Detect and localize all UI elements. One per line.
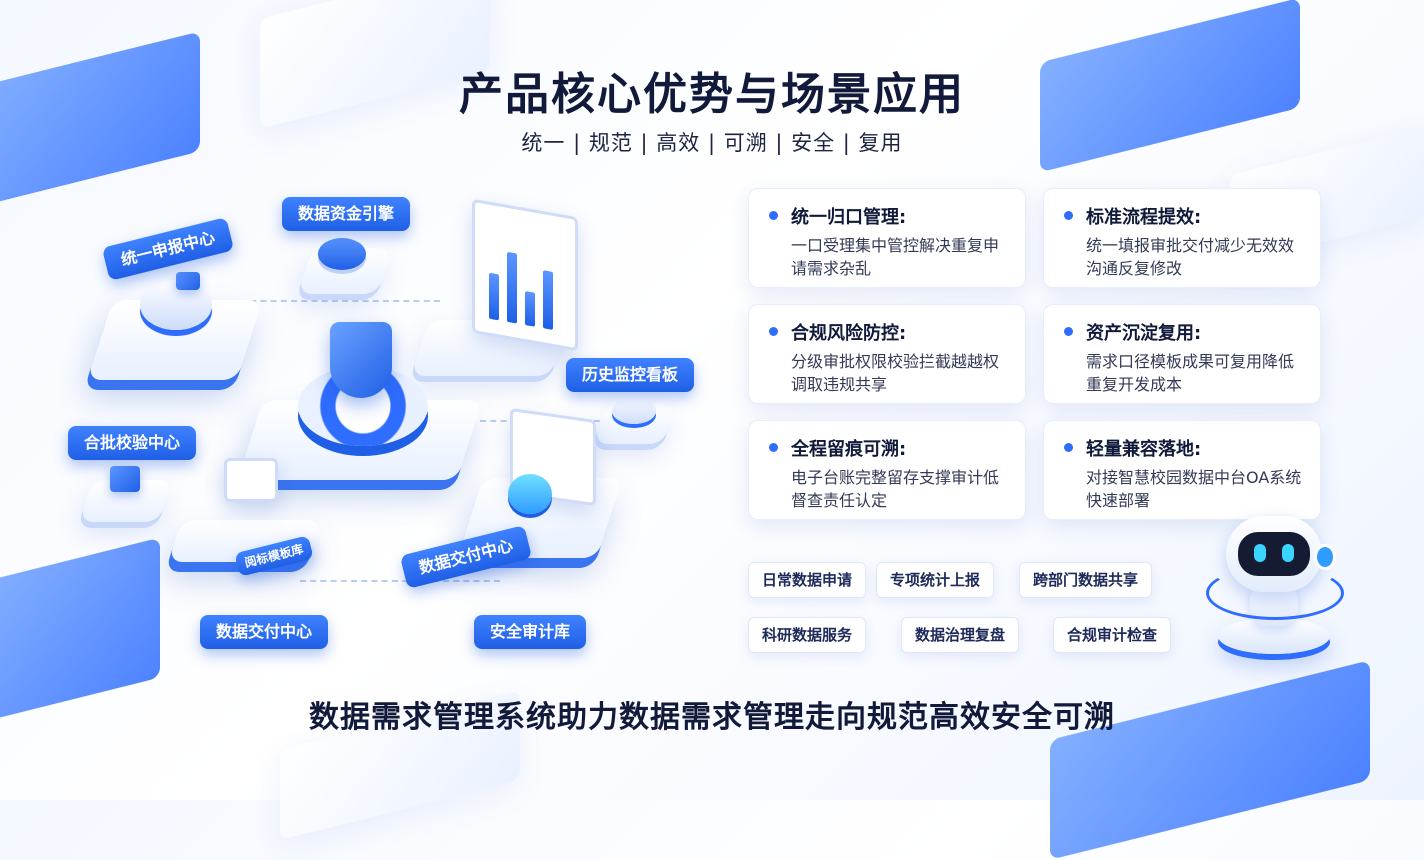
feature-desc: 统一填报审批交付减少无效效沟通反复修改	[1086, 236, 1295, 278]
feature-card: 轻量兼容落地: 对接智慧校园数据中台OA系统快速部署	[1043, 420, 1321, 520]
scenario-tag[interactable]: 日常数据申请	[748, 562, 867, 598]
laptop-screen	[472, 198, 578, 352]
delivery-database-icon	[508, 474, 552, 514]
feature-title: 标准流程提效:	[1086, 207, 1202, 228]
audit-lib-label: 安全审计库	[474, 615, 587, 649]
feature-desc: 需求口径模板成果可复用降低重复开发成本	[1086, 352, 1295, 394]
template-lib-doc-icon	[224, 458, 278, 502]
feature-desc: 对接智慧校园数据中台OA系统快速部署	[1086, 468, 1302, 510]
delivery-center-label: 数据交付中心	[200, 615, 329, 649]
robot-arm-ring	[1206, 566, 1344, 620]
feature-title: 统一归口管理:	[791, 207, 907, 228]
bullet-dot	[1064, 443, 1073, 452]
robot-mascot	[1200, 510, 1350, 660]
feature-card: 全程留痕可溯: 电子台账完整留存支撑审计低督查责任认定	[748, 420, 1026, 520]
feature-desc: 分级审批权限校验拦截越越权调取违规共享	[791, 352, 1000, 394]
unified-center-cube-icon	[176, 272, 200, 290]
feature-desc: 电子台账完整留存支撑审计低督查责任认定	[791, 468, 1000, 510]
feature-desc: 一口受理集中管控解决重复申请需求杂乱	[791, 236, 1000, 278]
scenario-tag[interactable]: 跨部门数据共享	[1019, 562, 1153, 598]
scenario-tag[interactable]: 科研数据服务	[748, 617, 867, 653]
page-title: 产品核心优势与场景应用	[459, 69, 965, 120]
feature-card: 标准流程提效: 统一填报审批交付减少无效效沟通反复修改	[1043, 188, 1321, 288]
bullet-dot	[769, 443, 778, 452]
feature-card: 合规风险防控: 分级审批权限校验拦截越越权调取违规共享	[748, 304, 1026, 404]
history-board-label: 历史监控看板	[566, 358, 695, 392]
connector-line	[300, 580, 500, 582]
robot-eye-icon	[1254, 544, 1266, 562]
bullet-dot	[1064, 211, 1073, 220]
footer-slogan: 数据需求管理系统助力数据需求管理走向规范高效安全可溯	[309, 700, 1115, 735]
background-tile	[1050, 660, 1370, 860]
feature-title: 资产沉淀复用:	[1086, 323, 1202, 344]
feature-title: 轻量兼容落地:	[1086, 439, 1202, 460]
feature-title: 全程留痕可溯:	[791, 439, 907, 460]
bullet-dot	[769, 327, 778, 336]
robot-ear-icon	[1314, 544, 1336, 570]
feature-title: 合规风险防控:	[791, 323, 907, 344]
connector-line	[240, 300, 440, 302]
asset-engine-label: 数据资金引擎	[282, 197, 411, 231]
check-center-cube-icon	[110, 466, 140, 492]
scenario-tag[interactable]: 合规审计检查	[1053, 617, 1172, 653]
feature-card: 统一归口管理: 一口受理集中管控解决重复申请需求杂乱	[748, 188, 1026, 288]
page-subtitle: 统一 | 规范 | 高效 | 可溯 | 安全 | 复用	[521, 131, 903, 155]
history-board-disc-icon	[612, 398, 656, 424]
check-center-label: 合批校验中心	[68, 426, 197, 460]
feature-card: 资产沉淀复用: 需求口径模板成果可复用降低重复开发成本	[1043, 304, 1321, 404]
shield-icon	[330, 322, 392, 398]
bullet-dot	[769, 211, 778, 220]
bullet-dot	[1064, 327, 1073, 336]
unified-center-label: 统一申报中心	[101, 217, 235, 281]
robot-eye-icon	[1282, 544, 1294, 562]
scenario-tag[interactable]: 专项统计上报	[876, 562, 995, 598]
asset-engine-disc-icon	[318, 238, 366, 270]
scenario-tag[interactable]: 数据治理复盘	[901, 617, 1020, 653]
